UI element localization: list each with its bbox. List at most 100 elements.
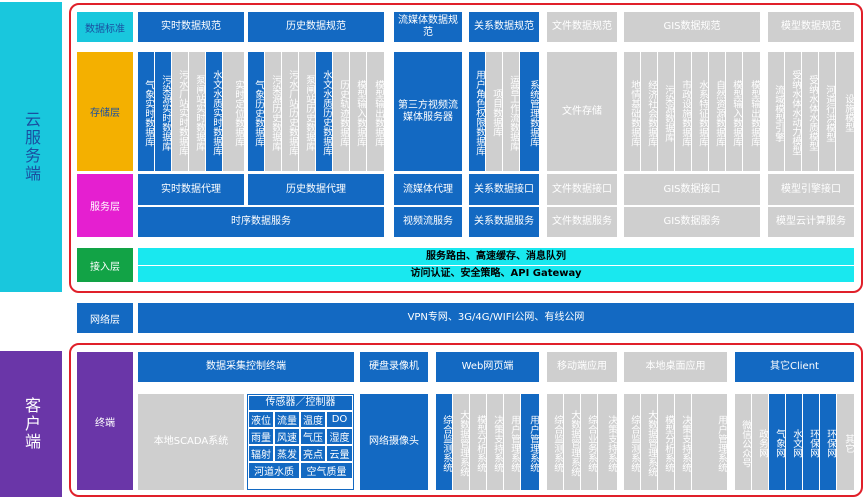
web-user-mgmt: 用户管理系统 <box>521 394 539 490</box>
sensor-cloud: 云量 <box>327 446 352 461</box>
sensor-evap: 蒸发 <box>275 446 299 461</box>
video-service: 视频流服务 <box>394 207 462 237</box>
std-history: 历史数据规范 <box>248 12 384 42</box>
db-gis-4: 水系特征数据库 <box>692 52 708 171</box>
std-file: 文件数据规范 <box>547 12 617 42</box>
desk-decision: 决策支持系统 <box>675 394 691 490</box>
rt-proxy: 实时数据代理 <box>138 174 244 205</box>
file-service: 文件数据服务 <box>547 207 617 237</box>
client-side-label: 客户端 <box>0 351 62 497</box>
db-workflow: 运营工作流数据库 <box>503 52 519 171</box>
sensor-rain: 雨量 <box>249 429 273 444</box>
db-gis-7: 模型输出数据库 <box>743 52 760 171</box>
other-hydro: 水文网 <box>786 394 802 490</box>
db-rt-sewage: 污水厂站实时数据库 <box>172 52 188 171</box>
gis-service: GIS数据服务 <box>624 207 760 237</box>
web-client: Web网页端 <box>436 352 539 382</box>
model-facility: 设施模型 <box>836 52 854 171</box>
model-engine: 流域模型引擎 <box>768 52 784 171</box>
sensor-wind: 风速 <box>275 429 299 444</box>
sensor-bright: 亮点 <box>301 446 325 461</box>
gis-port: GIS数据接口 <box>624 174 760 205</box>
rel-port: 关系数据接口 <box>469 174 539 205</box>
other-client: 其它Client <box>735 352 854 382</box>
db-h-pollution: 污染源历史数据库 <box>265 52 281 171</box>
rel-service: 关系数据服务 <box>469 207 539 237</box>
std-realtime: 实时数据规范 <box>138 12 244 42</box>
db-user-role: 用户角色权限数据库 <box>469 52 485 171</box>
db-gis-0: 地情基础数据库 <box>624 52 640 171</box>
db-h-track: 历史轨迹数据库 <box>333 52 349 171</box>
std-model: 模型数据规范 <box>768 12 854 42</box>
ts-service: 时序数据服务 <box>138 207 384 237</box>
db-h-model-out: 模型输出数据库 <box>367 52 384 171</box>
desk-model: 模型分析系统 <box>658 394 674 490</box>
web-decision: 决策支持系统 <box>487 394 503 490</box>
db-h-hydro: 水文水质历史数据库 <box>316 52 332 171</box>
mobile-bigdata: 大数据管理系统 <box>564 394 580 490</box>
client-outline <box>69 343 863 497</box>
db-gis-5: 自然资源数据库 <box>709 52 725 171</box>
std-stream: 流媒体数据规范 <box>394 12 462 42</box>
other-env-2: 环保网 <box>820 394 836 490</box>
file-storage: 文件存储 <box>547 52 617 171</box>
db-gis-1: 经济社会数据库 <box>641 52 657 171</box>
ip-camera: 网络摄像头 <box>360 394 428 490</box>
access-auth: 访问认证、安全策略、API Gateway <box>138 266 854 282</box>
sensor-title: 传感器／控制器 <box>249 396 352 410</box>
other-env-1: 环保网 <box>803 394 819 490</box>
client-side-text: 客户端 <box>22 397 41 451</box>
network-channels: VPN专网、3G/4G/WIFI公网、有线公网 <box>138 303 854 333</box>
network-label: 网络层 <box>77 303 133 333</box>
file-port: 文件数据接口 <box>547 174 617 205</box>
web-bigdata: 大数据管理系统 <box>453 394 469 490</box>
web-monitor: 综合监测系统 <box>436 394 452 490</box>
terminal-label: 终端 <box>77 352 133 490</box>
mobile-decision: 决策支持系统 <box>598 394 617 490</box>
web-model: 模型分析系统 <box>470 394 486 490</box>
model-quality: 受纳水体水质模型 <box>802 52 818 171</box>
db-rt-hydro: 水文水质实时数据库 <box>206 52 222 171</box>
other-gov: 政务网 <box>752 394 768 490</box>
std-gis: GIS数据规范 <box>624 12 760 42</box>
desk-user: 用户管理系统 <box>692 394 727 490</box>
mobile-business: 综合业务系统 <box>581 394 597 490</box>
sensor-pressure: 气压 <box>301 429 325 444</box>
storage-label: 存储层 <box>77 52 133 171</box>
cloud-side-text: 云服务端 <box>22 111 41 183</box>
desk-monitor: 综合监测系统 <box>624 394 640 490</box>
db-gis-6: 模型输入数据库 <box>726 52 742 171</box>
data-std-label: 数据标准 <box>77 12 133 42</box>
sensor-do: DO <box>327 412 352 427</box>
sensor-flow: 流量 <box>275 412 299 427</box>
stream-server: 第三方视频流媒体服务器 <box>394 52 462 171</box>
db-project: 项目数据库 <box>486 52 502 171</box>
sensor-river-quality: 河道水质 <box>249 463 299 478</box>
sensor-air-quality: 空气质量 <box>301 463 352 478</box>
cloud-outline <box>69 3 863 293</box>
sensor-radiation: 辐射 <box>249 446 273 461</box>
stream-proxy: 流媒体代理 <box>394 174 462 205</box>
db-h-model-in: 模型输入数据库 <box>350 52 366 171</box>
access-routing: 服务路由、高速缓存、消息队列 <box>138 248 854 265</box>
other-wechat: 微信公众号 <box>735 394 751 490</box>
hist-proxy: 历史数据代理 <box>248 174 384 205</box>
db-gis-3: 市政设施数据库 <box>675 52 691 171</box>
sensor-level: 液位 <box>249 412 273 427</box>
db-rt-location: 实时定位数据库 <box>223 52 244 171</box>
access-label: 接入层 <box>77 248 133 282</box>
model-flood: 河道行洪模型 <box>819 52 835 171</box>
db-h-weather: 气象历史数据库 <box>248 52 264 171</box>
model-cloud-service: 模型云计算服务 <box>768 207 854 237</box>
dvr: 硬盘录像机 <box>360 352 428 382</box>
mobile-app: 移动端应用 <box>547 352 617 382</box>
db-rt-weather: 气象实时数据库 <box>138 52 154 171</box>
db-h-sewage: 污水厂站历史数据库 <box>282 52 298 171</box>
web-user: 用户管理系统 <box>504 394 520 490</box>
other-misc: 其它 <box>837 394 854 490</box>
sensor-panel: 传感器／控制器 液位 流量 温度 DO 雨量 风速 气压 湿度 辐射 蒸发 亮点… <box>247 394 354 490</box>
db-sys-manage: 系统管理数据库 <box>520 52 539 171</box>
db-rt-pollution: 污染源实时数据库 <box>155 52 171 171</box>
other-weather: 气象网 <box>769 394 785 490</box>
std-relation: 关系数据规范 <box>469 12 539 42</box>
